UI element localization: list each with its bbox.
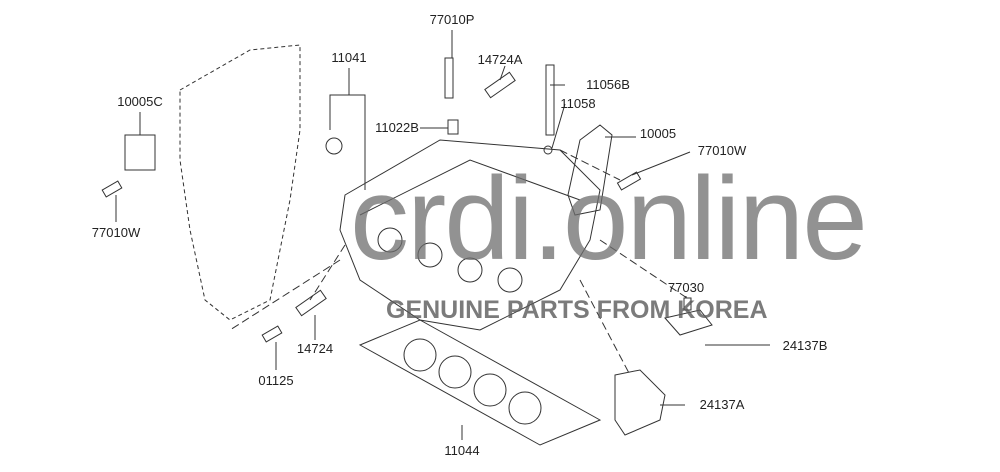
cylinder-head xyxy=(339,139,601,331)
part-label-10005c[interactable]: 10005C xyxy=(117,94,163,109)
part-label-24137b[interactable]: 24137B xyxy=(782,338,828,353)
bolt-77010w-right xyxy=(616,171,642,191)
cam-bore xyxy=(377,227,403,253)
gasket-bore xyxy=(508,391,542,425)
part-label-11041[interactable]: 11041 xyxy=(331,50,367,65)
bracket-24137b xyxy=(664,309,713,336)
watermark-site: crdi.online xyxy=(350,153,868,285)
gasket-bore xyxy=(473,373,507,407)
bracket-10005 xyxy=(567,124,613,216)
cam-bore xyxy=(497,267,523,293)
dowel-11022b xyxy=(447,119,459,135)
bolt-77030 xyxy=(683,297,692,311)
bolt-77010w-left xyxy=(101,180,123,198)
bolt-77010p xyxy=(444,57,454,99)
sensor-14724 xyxy=(295,289,327,317)
part-label-24137a[interactable]: 24137A xyxy=(699,397,745,412)
part-label-77010p[interactable]: 77010P xyxy=(429,12,475,27)
timing-cover-outline xyxy=(179,44,301,321)
part-label-14724a[interactable]: 14724A xyxy=(477,52,523,67)
part-label-11056b[interactable]: 11056B xyxy=(586,77,630,92)
part-label-01125[interactable]: 01125 xyxy=(258,373,294,388)
part-label-77030[interactable]: 77030 xyxy=(667,280,705,295)
bracket-10005c xyxy=(124,134,156,171)
part-label-11044[interactable]: 11044 xyxy=(444,443,480,458)
cam-bore xyxy=(457,257,483,283)
part-label-77010w-right[interactable]: 77010W xyxy=(697,143,747,158)
plug-11041 xyxy=(325,137,343,155)
bracket-24137a xyxy=(614,369,666,436)
cam-bore xyxy=(417,242,443,268)
bolt-11056b xyxy=(545,64,555,136)
watermark-tagline: GENUINE PARTS FROM KOREA xyxy=(386,296,768,324)
gasket-bore xyxy=(403,338,437,372)
dashed-guides xyxy=(229,149,691,376)
gasket-bore xyxy=(438,355,472,389)
washer-11058 xyxy=(543,145,553,155)
cylinder-head-ridge xyxy=(359,159,581,216)
part-label-10005[interactable]: 10005 xyxy=(639,126,677,141)
part-label-14724[interactable]: 14724 xyxy=(296,341,334,356)
part-label-11022b[interactable]: 11022B xyxy=(375,120,419,135)
part-label-11058[interactable]: 11058 xyxy=(560,96,596,111)
sensor-14724a xyxy=(484,71,516,99)
part-label-77010w-left[interactable]: 77010W xyxy=(91,225,141,240)
bolt-01125 xyxy=(261,325,283,343)
head-gasket xyxy=(358,319,602,446)
